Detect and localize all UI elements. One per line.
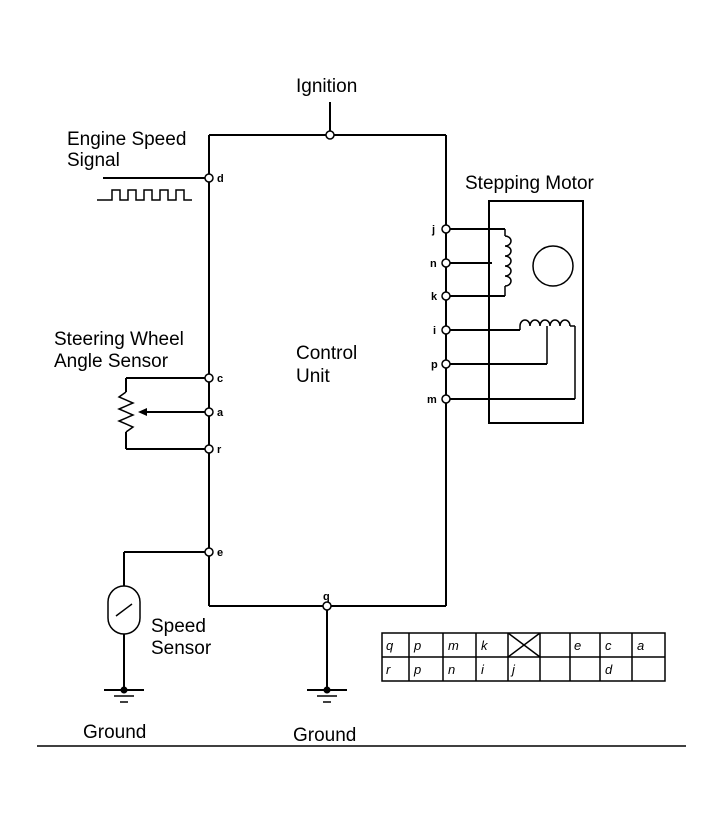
pin-label-e: e xyxy=(217,547,223,559)
pin-label-r: r xyxy=(217,444,222,456)
table-cell: p xyxy=(413,638,421,653)
pulse-waveform-icon xyxy=(97,189,192,201)
control-unit-label-line2: Unit xyxy=(296,366,331,387)
pin-label-i: i xyxy=(433,325,436,337)
table-cell: j xyxy=(510,662,516,677)
pin-label-c: c xyxy=(217,373,223,385)
coil1-winding-icon xyxy=(504,235,512,287)
terminal-q xyxy=(322,601,332,611)
motor-rotor-icon xyxy=(532,245,574,287)
terminal-n xyxy=(441,258,451,268)
terminal-e xyxy=(204,547,214,557)
steering-label-line2: Angle Sensor xyxy=(54,351,169,372)
terminal-d xyxy=(204,173,214,183)
control-unit-label-line1: Control xyxy=(296,343,357,364)
table-cell: e xyxy=(574,638,581,653)
table-cell: k xyxy=(481,638,489,653)
speed-sensor-label-line1: Speed xyxy=(151,616,206,637)
pin-label-d: d xyxy=(217,173,224,185)
table-cell: r xyxy=(386,662,391,677)
coil2-winding-icon xyxy=(519,319,571,327)
terminal-j xyxy=(441,224,451,234)
pin-label-j: j xyxy=(431,224,435,236)
ignition-label: Ignition xyxy=(296,76,357,97)
wiper-arrow-icon xyxy=(138,408,147,416)
pin-label-k: k xyxy=(431,291,438,303)
table-cell: a xyxy=(637,638,644,653)
table-cell: c xyxy=(605,638,612,653)
steering-label-line1: Steering Wheel xyxy=(54,329,184,350)
connector-table: q p m k e c a r p n i j d xyxy=(381,632,666,682)
terminal-c xyxy=(204,373,214,383)
ground-label-center: Ground xyxy=(293,725,356,746)
potentiometer-resistor-icon xyxy=(117,391,135,433)
terminal-r xyxy=(204,444,214,454)
pin-label-q: q xyxy=(323,591,330,603)
speed-sensor-label-line2: Sensor xyxy=(151,638,212,659)
pin-label-p: p xyxy=(431,359,438,371)
pin-label-a: a xyxy=(217,407,224,419)
terminal-k xyxy=(441,291,451,301)
table-cell: p xyxy=(413,662,421,677)
pin-label-m: m xyxy=(427,394,437,406)
pin-label-n: n xyxy=(430,258,437,270)
ground-label-left: Ground xyxy=(83,722,146,743)
stepping-motor-box xyxy=(488,200,584,424)
terminal-m xyxy=(441,394,451,404)
table-cell: m xyxy=(448,638,459,653)
terminal-p xyxy=(441,359,451,369)
blank-cell-cross-icon xyxy=(507,632,541,658)
table-cell: q xyxy=(386,638,394,653)
ignition-terminal xyxy=(325,130,335,140)
table-cell: d xyxy=(605,662,613,677)
speed-sensor-switch-icon xyxy=(115,603,133,617)
terminal-i xyxy=(441,325,451,335)
engine-speed-label-line1: Engine Speed xyxy=(67,129,186,150)
terminal-a xyxy=(204,407,214,417)
stepping-motor-label: Stepping Motor xyxy=(465,173,595,194)
table-cell: n xyxy=(448,662,455,677)
engine-speed-label-line2: Signal xyxy=(67,150,120,171)
table-cell: i xyxy=(481,662,485,677)
